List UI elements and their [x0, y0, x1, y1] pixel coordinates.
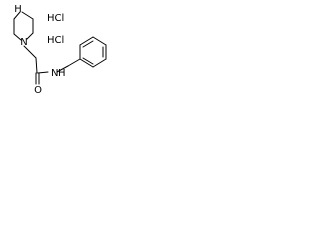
piperazine-ring: [13, 11, 34, 41]
atom-label-n: N: [51, 68, 58, 79]
bond: [26, 32, 34, 40]
chemical-structure: H N O N H HCl HCl: [13, 4, 107, 96]
salt-label: HCl: [47, 35, 64, 46]
bond: [79, 36, 94, 46]
bond: [56, 65, 69, 73]
atom-label-h: H: [14, 4, 22, 15]
atom-label-h: H: [58, 68, 66, 79]
atom-label-n: N: [20, 37, 27, 48]
bond: [79, 58, 94, 68]
benzene-ring: [79, 36, 107, 68]
bond: [82, 57, 94, 65]
bond: [82, 40, 94, 48]
salt-label: HCl: [47, 13, 64, 24]
bond: [92, 58, 107, 68]
bond: [92, 36, 107, 46]
bond: [13, 11, 21, 20]
bond: [67, 58, 81, 67]
bond: [23, 45, 37, 59]
bond: [37, 71, 49, 74]
bond: [21, 11, 34, 20]
atom-label-o: O: [34, 85, 42, 96]
bond: [13, 33, 22, 41]
bond: [35, 57, 38, 74]
